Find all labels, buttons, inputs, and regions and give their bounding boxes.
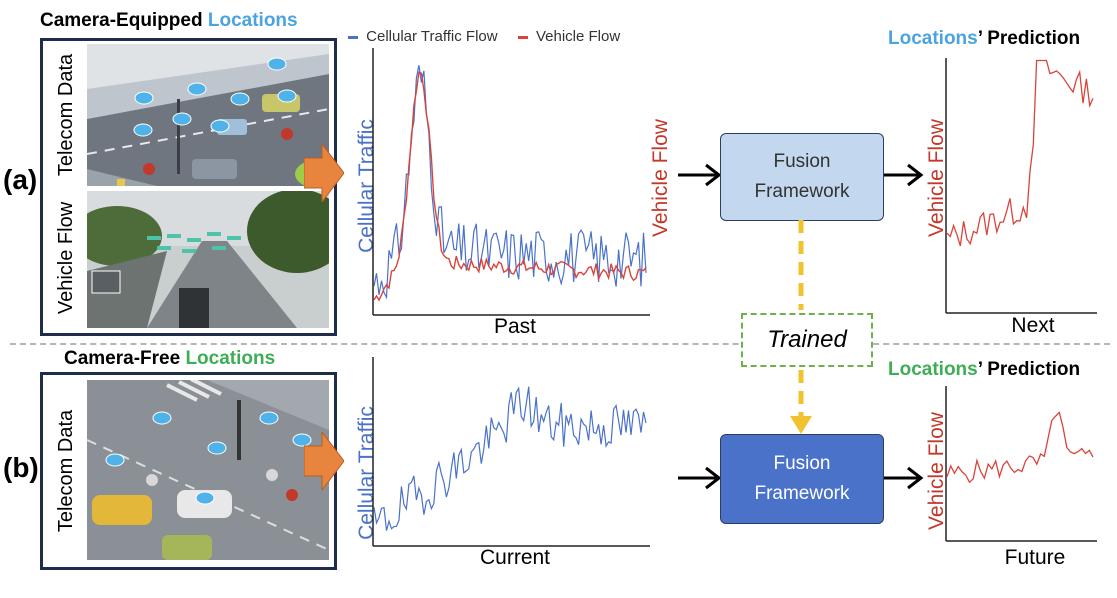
row-a-past-chart	[372, 48, 650, 316]
trained-connector	[790, 220, 812, 434]
row-separator	[10, 343, 1110, 345]
row-a-image-panel: Telecom Data Vehicle Flow	[40, 38, 337, 336]
row-a-header-prefix: Camera-Equipped	[40, 10, 203, 31]
row-b-header: Camera-Free Locations	[64, 348, 275, 370]
row-a-header-highlight: Locations	[207, 10, 298, 31]
legend-cellular-swatch	[348, 35, 358, 39]
legend-cellular-label: Cellular Traffic Flow	[366, 28, 498, 45]
fusion-a-line1: Fusion	[773, 151, 831, 172]
telecom-scene-illustration	[87, 44, 329, 186]
row-b-current-chart	[372, 357, 650, 547]
row-b-header-highlight: Locations	[185, 348, 276, 369]
row-b-input-arrow	[304, 432, 344, 490]
fusion-a-line2: Framework	[754, 181, 850, 202]
row-b-future-caption: Future	[1004, 546, 1066, 569]
row-a-next-caption: Next	[1011, 314, 1055, 337]
fusion-framework-applied: Fusion Framework	[720, 434, 884, 524]
row-a-vehicle-label: Vehicle Flow	[55, 201, 77, 315]
row-a-telecom-label: Telecom Data	[55, 53, 77, 177]
row-a-pred-highlight: Locations	[888, 28, 978, 49]
row-a-next-chart	[945, 58, 1097, 314]
series-vehicle-future	[946, 411, 1094, 484]
row-b-future-chart	[945, 386, 1097, 542]
fusion-b-line2: Framework	[754, 483, 850, 504]
row-b-image-panel: Telecom Data	[40, 372, 337, 570]
legend-vehicle-swatch	[517, 35, 528, 39]
series-vehicle-past	[373, 71, 647, 302]
row-b-telecom-label: Telecom Data	[55, 409, 77, 533]
camera-photo-illustration	[87, 191, 329, 328]
row-a-prediction-header: Locations’ Prediction	[888, 28, 1080, 50]
trained-label-box: Trained	[741, 313, 873, 367]
row-b-fusion-arrow-in	[678, 466, 722, 490]
row-b-pred-highlight: Locations	[888, 359, 978, 380]
row-a-pred-suffix: ’ Prediction	[977, 28, 1081, 49]
row-a-header: Camera-Equipped Locations	[40, 10, 298, 32]
row-a-fusion-arrow-in	[678, 163, 722, 187]
row-a-input-arrow	[304, 144, 344, 202]
fusion-framework-trained: Fusion Framework	[720, 133, 884, 221]
trained-label: Trained	[767, 326, 847, 353]
row-b-prediction-header: Locations’ Prediction	[888, 359, 1080, 381]
row-a-vehicle-axis-label: Vehicle Flow	[649, 119, 672, 237]
row-a-fusion-arrow-out	[884, 163, 924, 187]
row-b-label: (b)	[3, 452, 39, 483]
row-b-current-caption: Current	[479, 546, 551, 569]
series-vehicle-next	[946, 59, 1094, 247]
fusion-b-line1: Fusion	[773, 453, 831, 474]
row-a-legend: Cellular Traffic Flow Vehicle Flow	[348, 28, 620, 45]
row-b-fusion-arrow-out	[884, 466, 924, 490]
series-cellular-current	[373, 386, 647, 531]
row-a-label: (a)	[3, 164, 38, 195]
row-a-past-caption: Past	[493, 315, 537, 338]
series-cellular-past	[373, 65, 647, 300]
row-b-telecom-scene-illustration	[87, 380, 329, 560]
legend-vehicle-label: Vehicle Flow	[535, 28, 621, 45]
row-b-pred-suffix: ’ Prediction	[977, 359, 1081, 380]
row-b-header-prefix: Camera-Free	[64, 348, 181, 369]
